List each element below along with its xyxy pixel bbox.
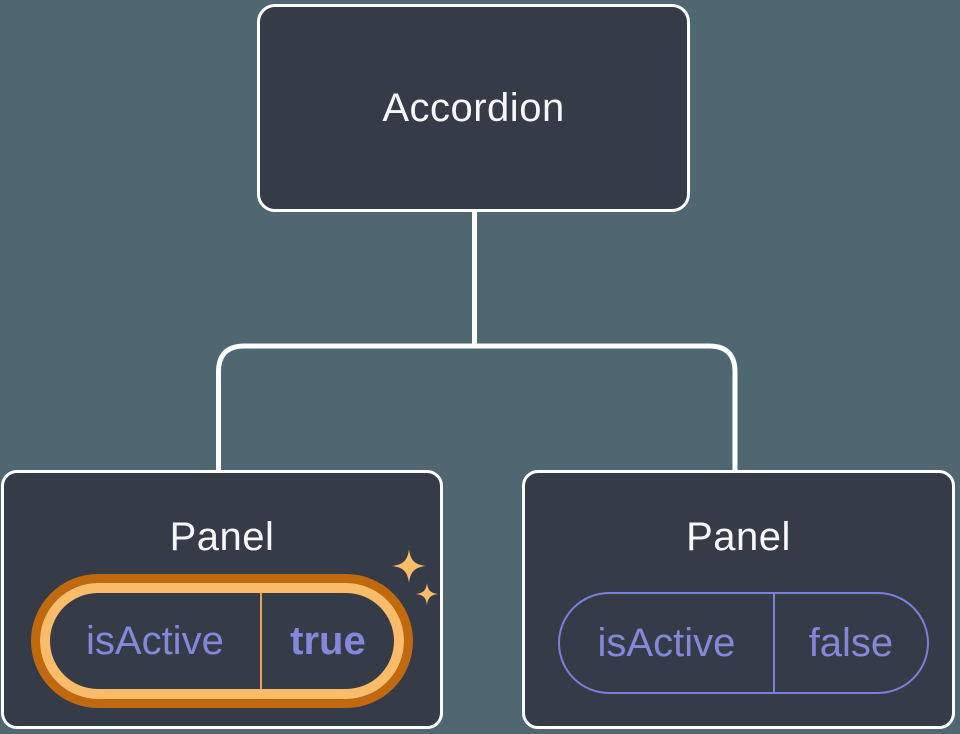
panel-node-inactive: Panel isActive false (522, 470, 955, 729)
state-value: false (808, 620, 894, 665)
accordion-node: Accordion (257, 4, 690, 212)
state-pill-inactive: isActive false (558, 592, 929, 694)
state-value: true (290, 618, 366, 663)
accordion-node-label: Accordion (382, 85, 565, 130)
state-pill-divider (259, 593, 262, 689)
panel-node-label: Panel (686, 515, 791, 559)
state-pill-divider (772, 594, 775, 692)
state-name: isActive (86, 618, 224, 663)
panel-node-label: Panel (169, 515, 275, 559)
state-name: isActive (597, 620, 736, 665)
panel-node-active: Panel isActive true (1, 470, 443, 729)
state-pill-active: isActive true (40, 583, 404, 699)
